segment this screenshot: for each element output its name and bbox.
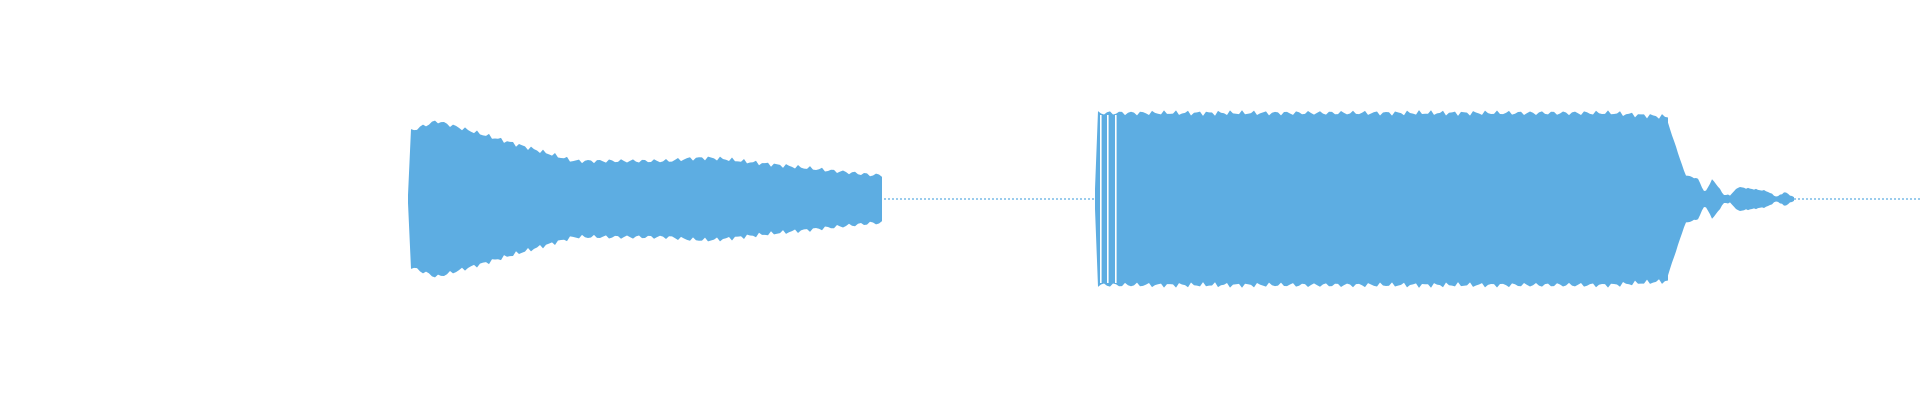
audio-clip-2-tail: [1666, 117, 1794, 281]
audio-clip-2: [1095, 110, 1668, 288]
waveform-clips: [408, 110, 1794, 288]
audio-clip-1: [408, 120, 882, 278]
waveform-gap: [1100, 115, 1102, 283]
waveform-gap: [1115, 115, 1117, 283]
waveform-gap: [1107, 115, 1109, 283]
